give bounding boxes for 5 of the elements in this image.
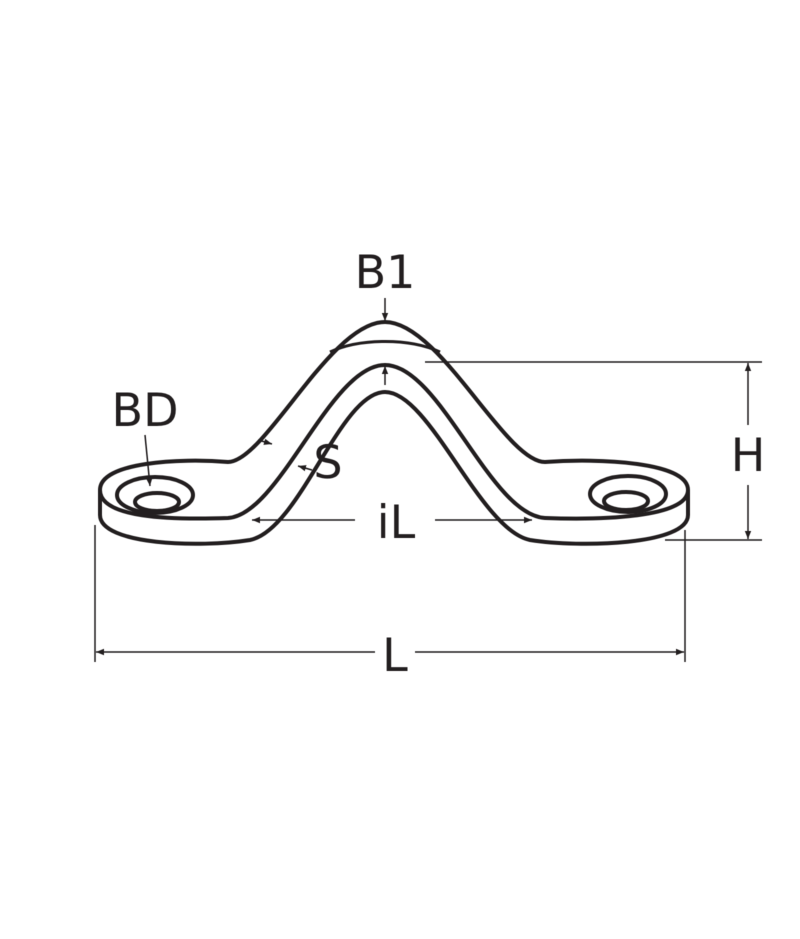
- dimension-label: BD: [112, 387, 178, 433]
- dimension-label: L: [382, 632, 408, 678]
- dimension-label: iL: [376, 499, 416, 545]
- dimension-label: H: [730, 432, 766, 478]
- dimension-label: B1: [354, 249, 416, 295]
